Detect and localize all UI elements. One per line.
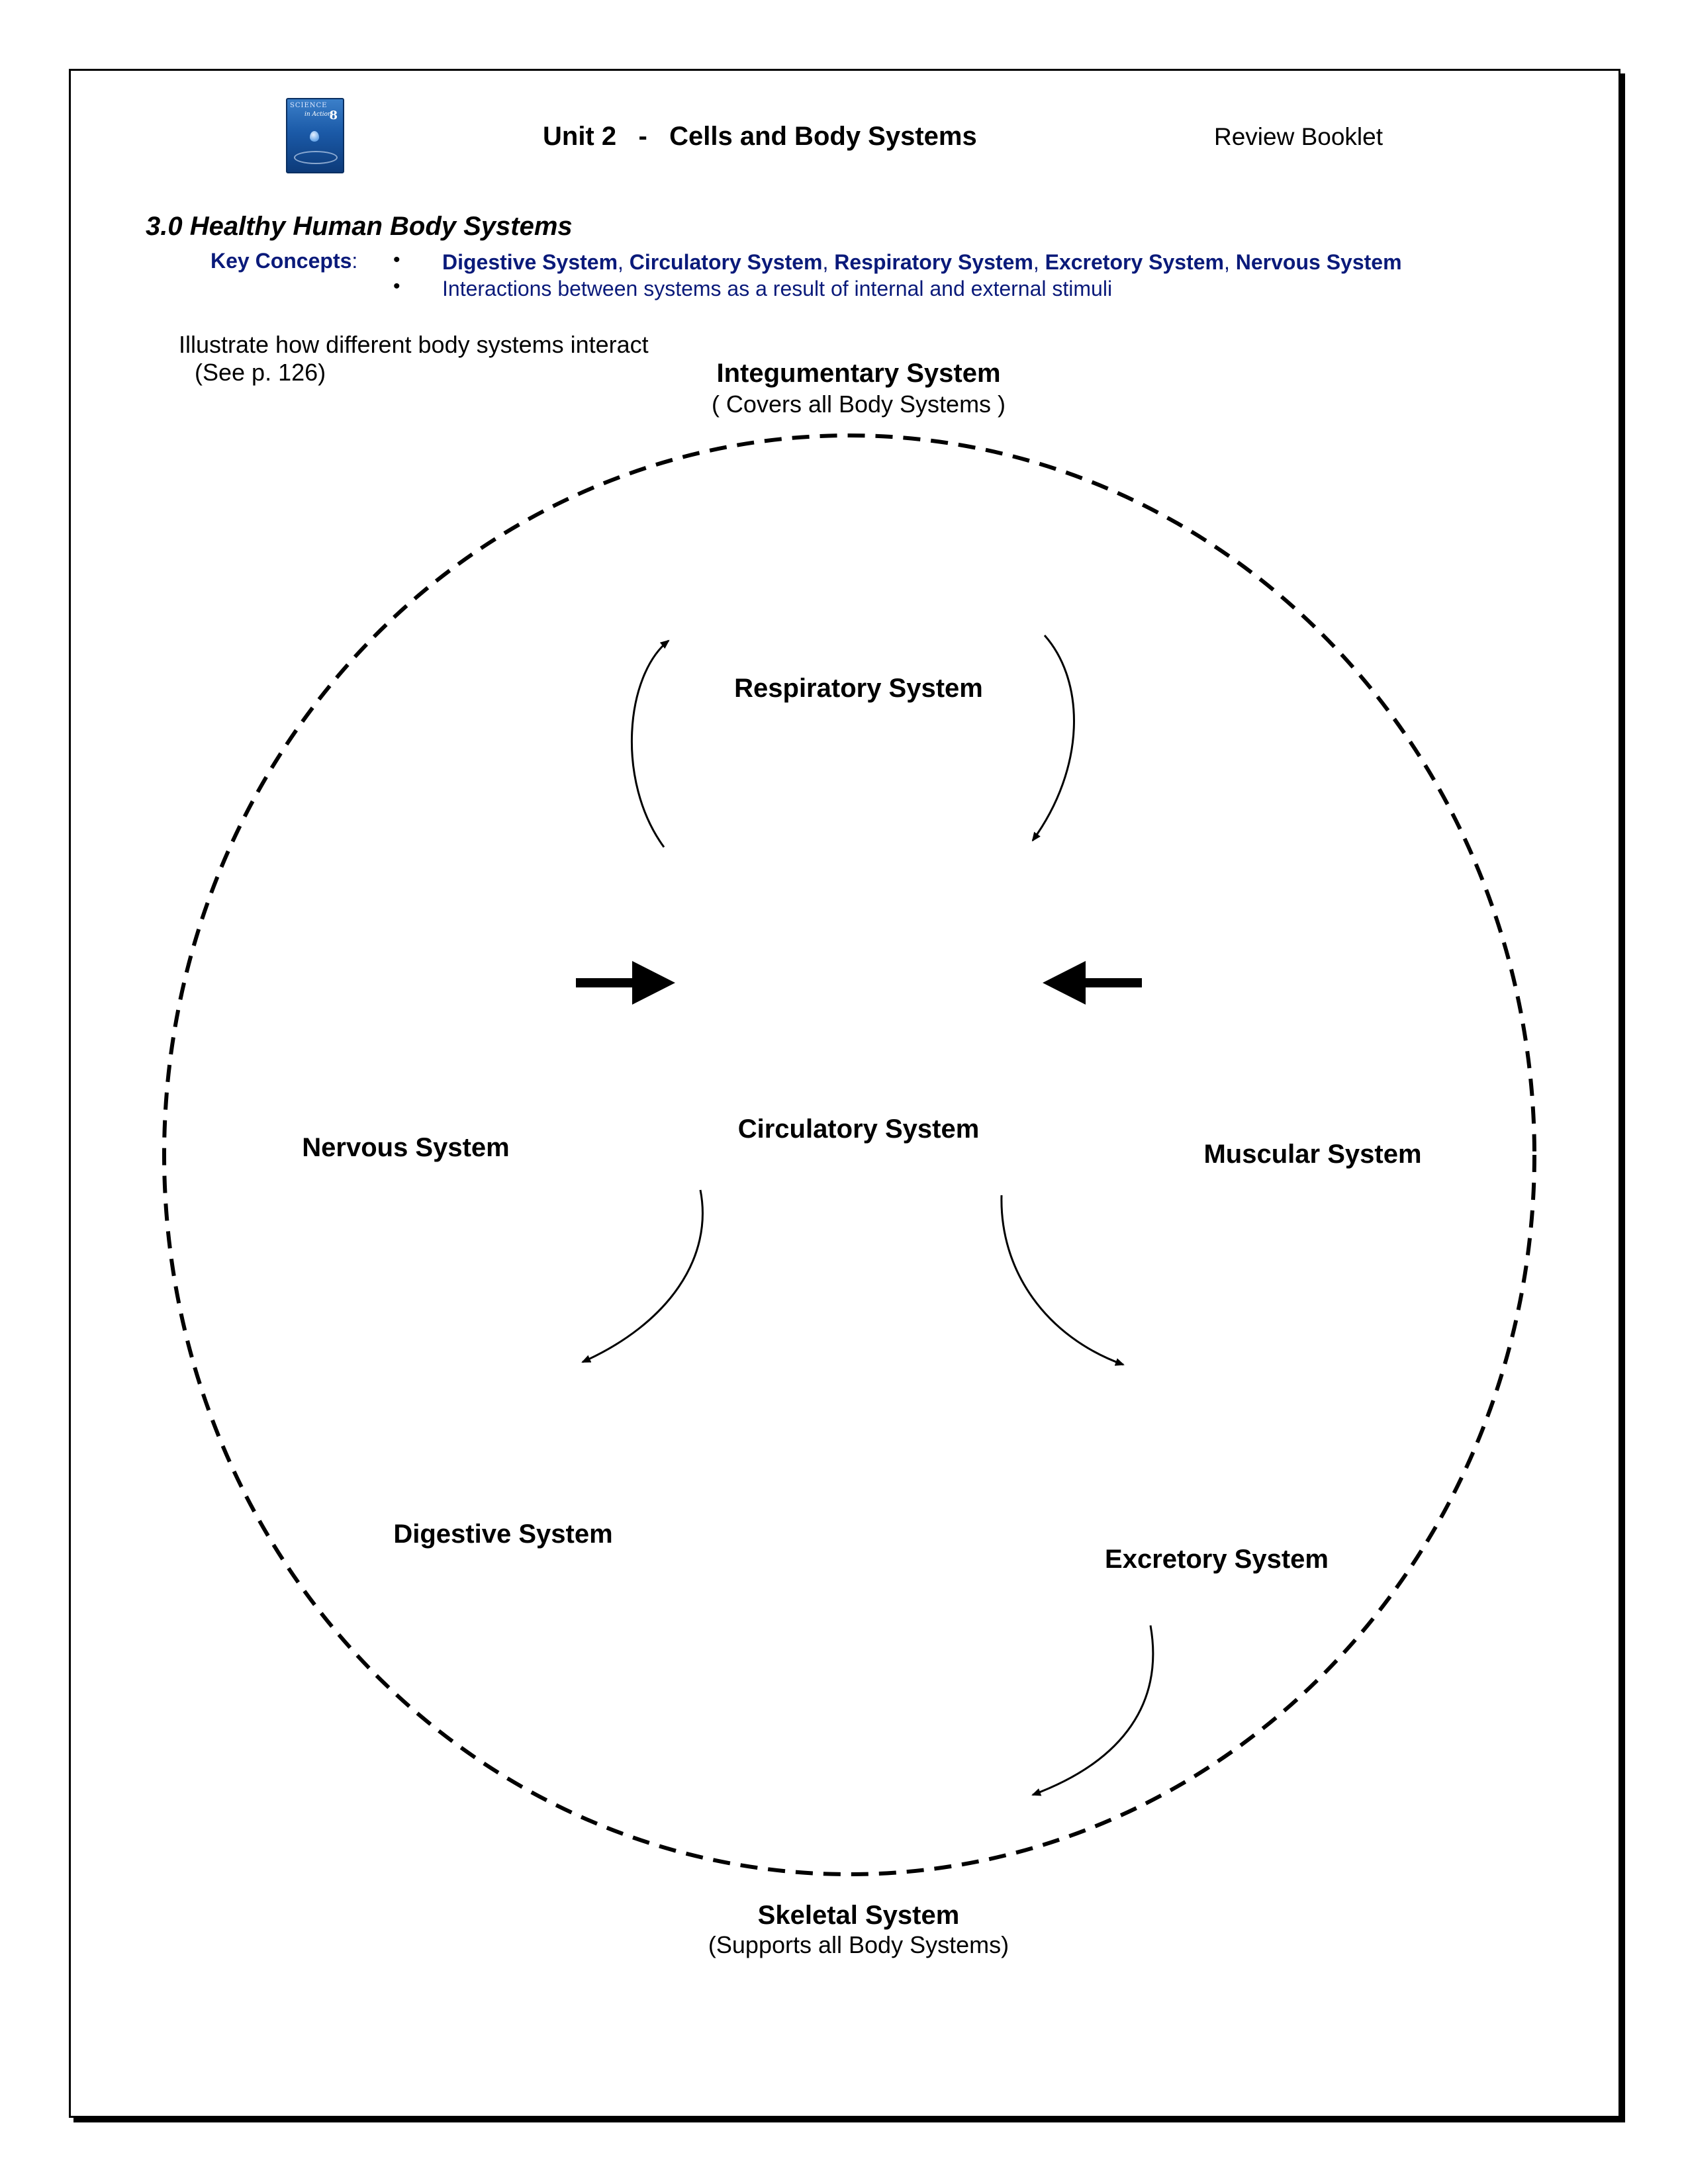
key-concepts-text: Key Concepts: [211, 249, 352, 273]
skeletal-system-label: Skeletal System: [757, 1901, 960, 1930]
bullet-1: •: [393, 249, 400, 271]
digestive-system-label: Digestive System: [393, 1520, 613, 1549]
key-concept-2: Interactions between systems as a result…: [442, 277, 1113, 300]
arrow-muscular-to-circulatory-head: [1043, 961, 1086, 1005]
key-concept-separator: ,: [1033, 250, 1045, 274]
muscular-system-label: Muscular System: [1203, 1140, 1422, 1169]
review-booklet-label: Review Booklet: [1214, 123, 1383, 150]
key-concepts-colon: :: [352, 249, 358, 273]
arrow-nervous-to-circulatory-head: [632, 961, 675, 1005]
key-concept-separator: ,: [1223, 250, 1236, 274]
key-concept-separator: ,: [822, 250, 835, 274]
bullet-2: •: [393, 275, 400, 297]
integumentary-boundary: [162, 433, 1536, 1876]
ripple-icon: [294, 151, 338, 164]
key-concept-system: Nervous System: [1235, 250, 1402, 274]
book-cover-subtitle: in Action: [305, 111, 332, 118]
section-title: 3.0 Healthy Human Body Systems: [146, 212, 573, 241]
book-cover-icon: SCIENCE in Action 8: [286, 98, 344, 173]
book-cover-number: 8: [329, 109, 338, 122]
key-concept-system: Digestive System: [442, 250, 618, 274]
key-concept-1: Digestive System, Circulatory System, Re…: [442, 250, 1402, 275]
prompt-line-1: Illustrate how different body systems in…: [179, 331, 649, 358]
integumentary-system-note: ( Covers all Body Systems ): [711, 390, 1006, 418]
key-concept-system: Excretory System: [1045, 250, 1224, 274]
nervous-system-label: Nervous System: [302, 1133, 510, 1162]
arrow-from-respiratory: [1031, 635, 1075, 842]
key-concept-system: Circulatory System: [629, 250, 823, 274]
excretory-system-label: Excretory System: [1105, 1545, 1329, 1574]
key-concept-separator: ,: [618, 250, 630, 274]
arrow-to-skeletal: [1031, 1625, 1154, 1796]
prompt-line-2: (See p. 126): [195, 359, 326, 386]
integumentary-system-label: Integumentary System: [716, 359, 1001, 388]
book-cover-title: SCIENCE: [290, 102, 328, 109]
circulatory-system-label: Circulatory System: [737, 1115, 980, 1144]
key-concept-system: Respiratory System: [834, 250, 1033, 274]
arrow-to-respiratory: [630, 639, 670, 848]
water-drop-icon: [310, 131, 319, 142]
arrow-to-excretory: [1000, 1195, 1125, 1366]
unit-title: Unit 2 - Cells and Body Systems: [543, 122, 977, 151]
respiratory-system-label: Respiratory System: [734, 674, 983, 703]
page-frame: [69, 69, 1620, 2118]
skeletal-system-note: (Supports all Body Systems): [708, 1931, 1009, 1958]
key-concepts-label: Key Concepts:: [211, 249, 357, 273]
arrow-to-digestive: [581, 1189, 704, 1363]
